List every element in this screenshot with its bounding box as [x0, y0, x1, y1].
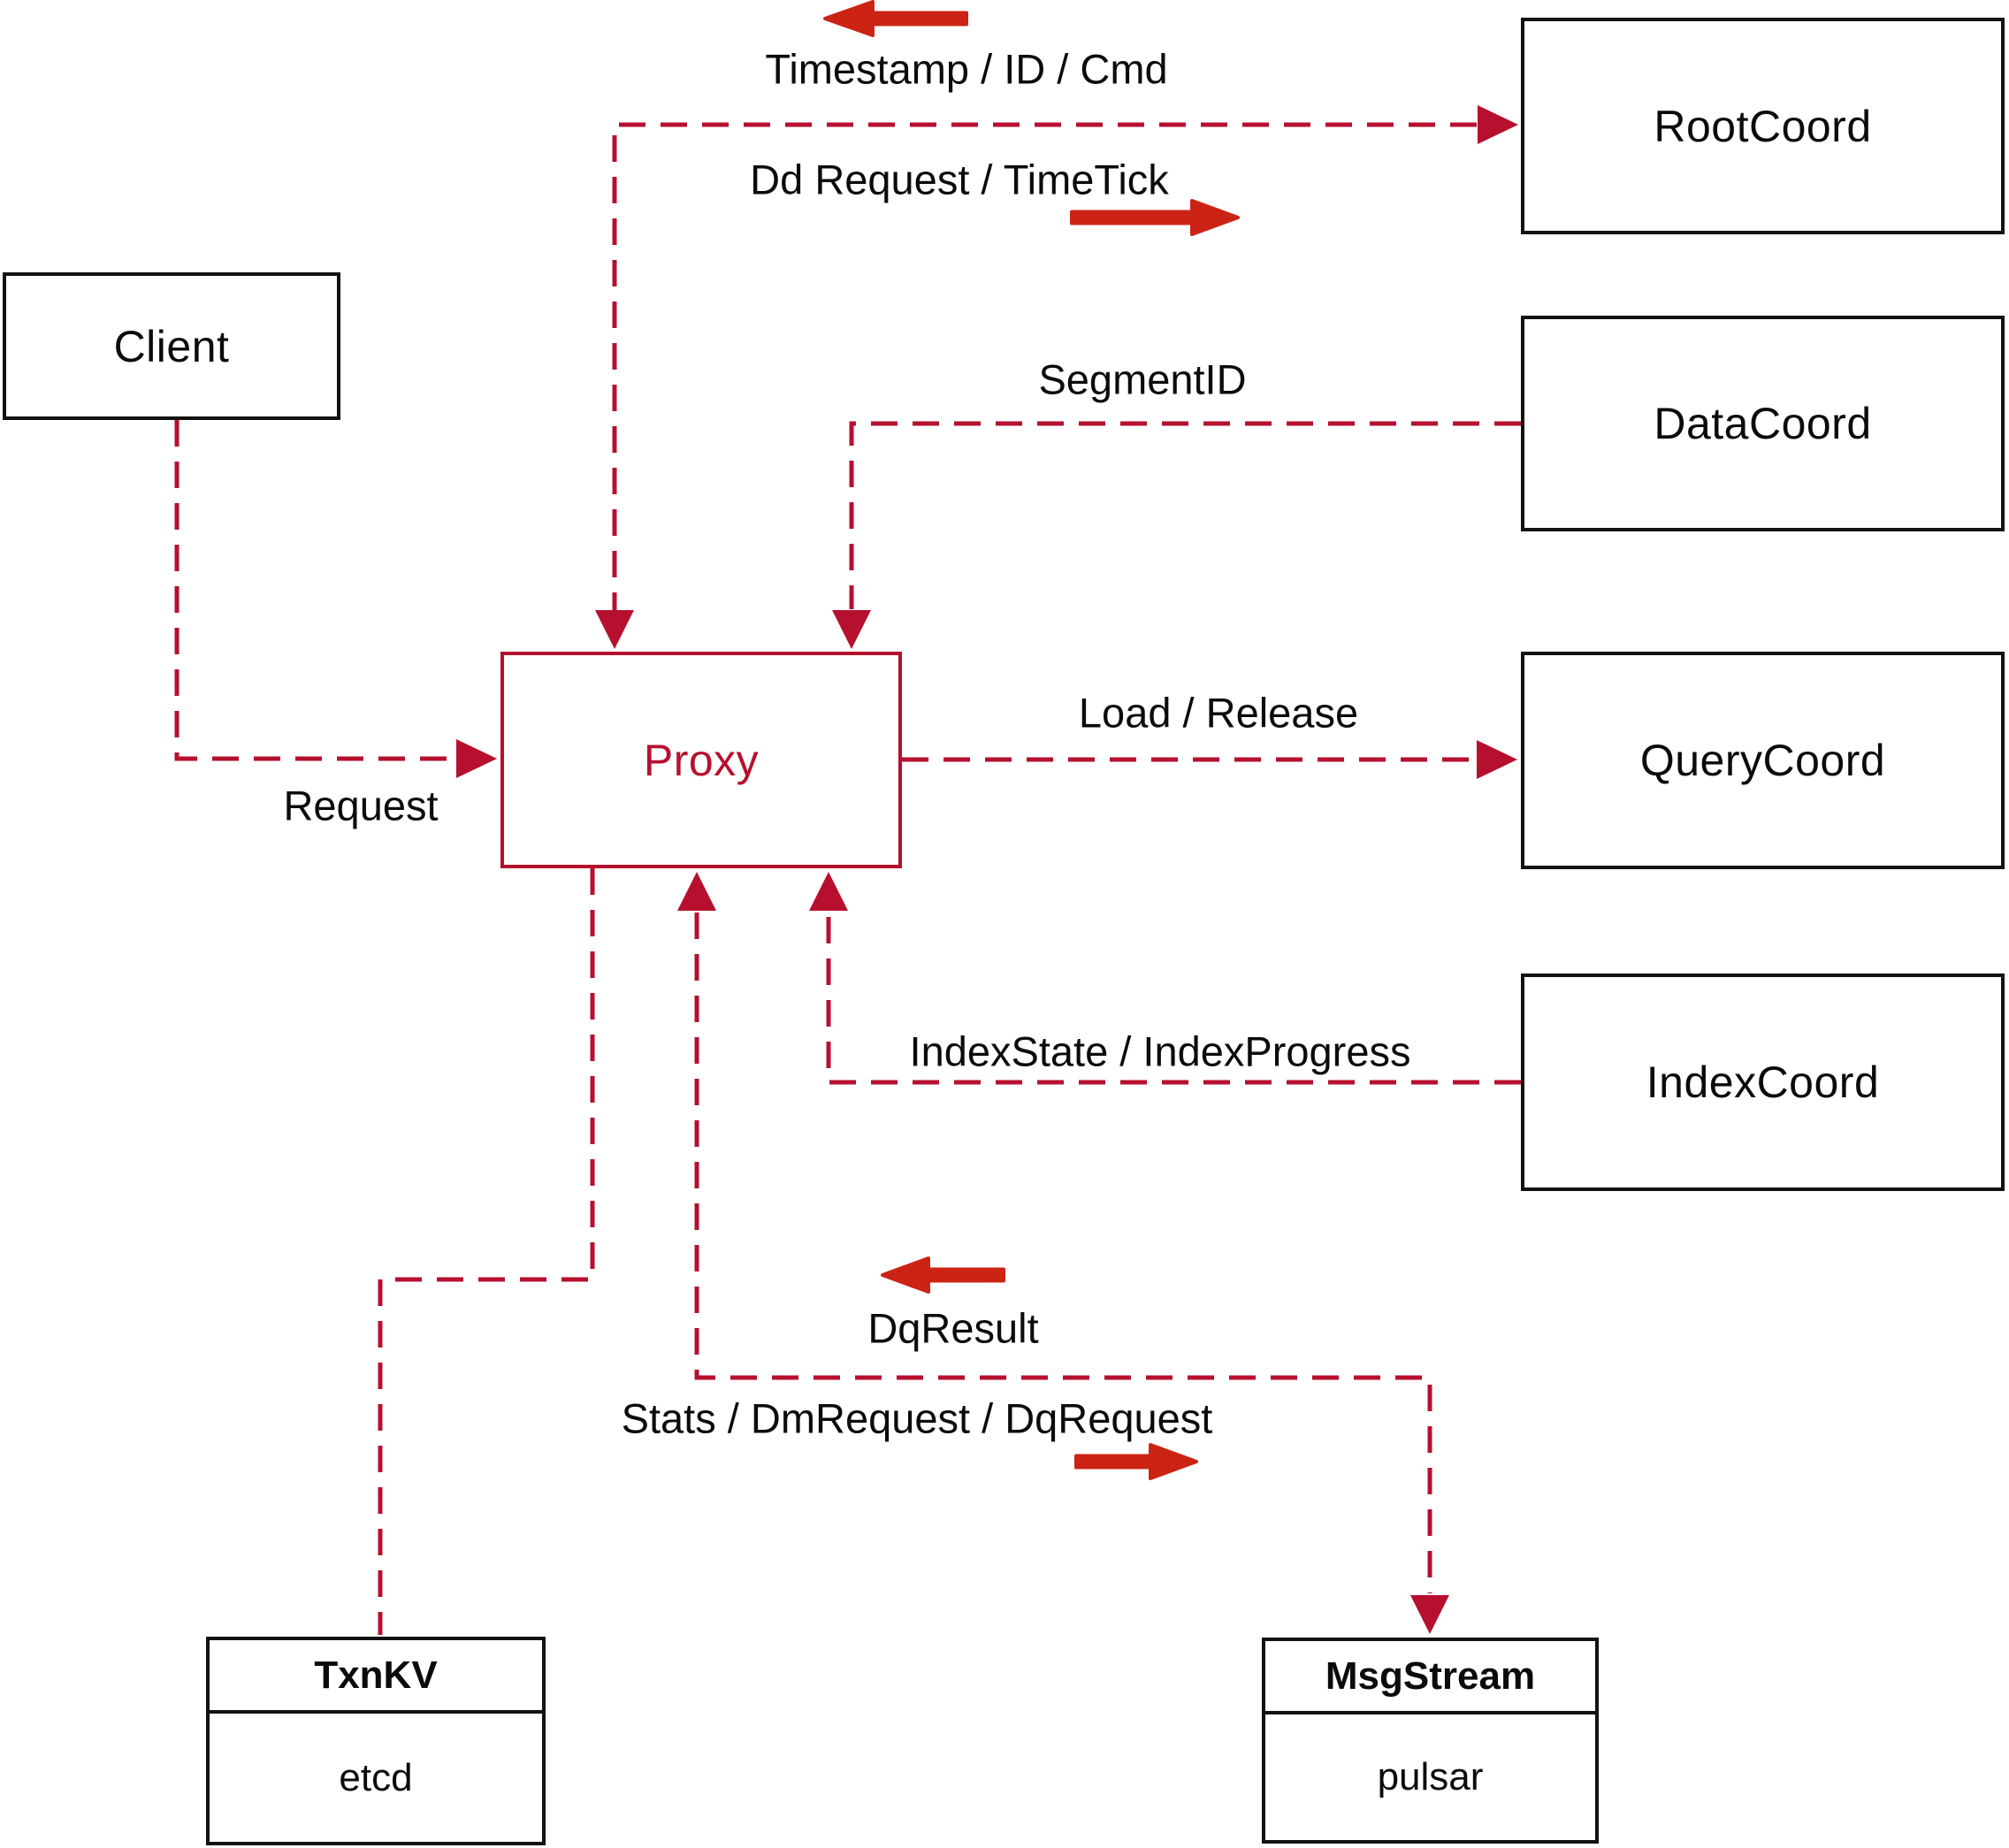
- edge-label-timestamp-id-cmd: Timestamp / ID / Cmd: [765, 45, 1168, 93]
- node-msgstream-title: MsgStream: [1265, 1641, 1595, 1714]
- node-client: Client: [3, 272, 340, 420]
- edge-client-proxy: [174, 420, 456, 761]
- node-proxy-label: Proxy: [643, 735, 760, 785]
- arrowhead-into-proxy-top-right-icon: [832, 610, 871, 649]
- edge-label-indexstate-indexprogress: IndexState / IndexProgress: [909, 1027, 1411, 1075]
- node-querycoord-label: QueryCoord: [1639, 736, 1886, 785]
- node-msgstream: MsgStream pulsar: [1262, 1638, 1599, 1844]
- node-indexcoord-label: IndexCoord: [1646, 1058, 1880, 1107]
- direction-arrow-right-stats-icon: [1074, 1443, 1198, 1480]
- arrowhead-into-proxy-bottom-right-icon: [809, 872, 848, 911]
- node-txnkv: TxnKV etcd: [206, 1637, 546, 1845]
- node-rootcoord-label: RootCoord: [1654, 101, 1872, 151]
- arrowhead-into-rootcoord-icon: [1478, 105, 1518, 144]
- direction-arrow-left-timestamp-icon: [823, 0, 968, 37]
- edge-label-request: Request: [283, 782, 439, 829]
- node-proxy: Proxy: [500, 652, 902, 868]
- edge-label-dqresult: DqResult: [867, 1304, 1039, 1352]
- arrowhead-into-proxy-bottom-left-icon: [677, 872, 716, 911]
- node-indexcoord: IndexCoord: [1521, 974, 2005, 1191]
- direction-arrow-right-ddrequest-icon: [1070, 199, 1240, 236]
- edge-label-load-release: Load / Release: [1078, 689, 1359, 737]
- direction-arrow-left-dqresult-icon: [881, 1256, 1005, 1294]
- node-datacoord-label: DataCoord: [1654, 399, 1872, 448]
- edge-label-dd-request-timetick: Dd Request / TimeTick: [750, 156, 1169, 203]
- node-querycoord: QueryCoord: [1521, 652, 2005, 869]
- edge-label-segmentid: SegmentID: [1038, 355, 1247, 403]
- arrowhead-into-msgstream-icon: [1410, 1595, 1449, 1634]
- arrowhead-into-proxy-top-left-icon: [595, 610, 634, 649]
- arrowhead-into-proxy-left-icon: [456, 739, 497, 778]
- edge-proxy-msgstream: [694, 913, 1432, 1593]
- node-txnkv-subsystem: etcd: [339, 1755, 413, 1799]
- edge-proxy-rootcoord: [612, 122, 1477, 611]
- node-rootcoord: RootCoord: [1521, 18, 2005, 234]
- arrowhead-into-querycoord-icon: [1477, 740, 1517, 779]
- edge-indexcoord-proxy: [826, 913, 1521, 1085]
- node-txnkv-title: TxnKV: [210, 1640, 542, 1714]
- node-msgstream-subsystem: pulsar: [1377, 1755, 1484, 1798]
- edge-label-stats-dmrequest-dqrequest: Stats / DmRequest / DqRequest: [621, 1394, 1213, 1442]
- edge-datacoord-proxy: [849, 421, 1521, 609]
- node-client-label: Client: [113, 321, 230, 371]
- edge-proxy-txnkv: [378, 868, 595, 1635]
- node-datacoord: DataCoord: [1521, 316, 2005, 531]
